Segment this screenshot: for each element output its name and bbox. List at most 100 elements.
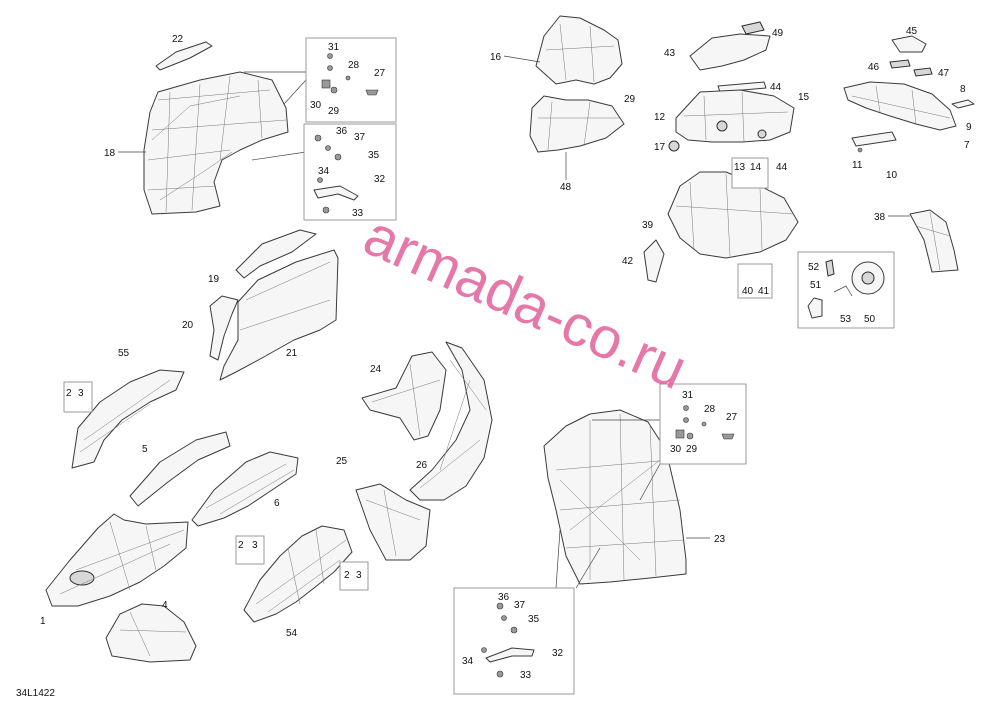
part-8-cap: [951, 99, 975, 109]
inset-hw-2-3-right: [339, 561, 369, 591]
callout-19: 19: [208, 274, 220, 285]
part-44-strip: [717, 81, 767, 93]
callout-44-mid: 44: [776, 162, 788, 173]
callout-22: 22: [172, 34, 184, 45]
part-1-front-fairing: [45, 513, 189, 607]
hardware-28-c: [701, 421, 707, 427]
part-24-panel: [361, 351, 447, 441]
hardware-31-c2: [683, 417, 689, 423]
callout-43: 43: [664, 48, 676, 59]
hardware-33-d: [496, 670, 504, 678]
hardware-35: [334, 153, 342, 161]
leader-23-inset-top: [592, 419, 661, 501]
callout-34-d: 34: [462, 656, 474, 667]
callout-27: 27: [374, 68, 386, 79]
part-5-strip: [129, 431, 231, 507]
part-6-panel: [191, 451, 299, 527]
part-19-strip: [235, 229, 317, 279]
callout-48: 48: [560, 182, 572, 193]
callout-38: 38: [874, 212, 886, 223]
callout-20: 20: [182, 320, 194, 331]
callout-45: 45: [906, 26, 918, 37]
part-47-clip: [913, 67, 933, 77]
callout-12: 12: [654, 112, 666, 123]
callout-2-right: 2: [344, 570, 350, 581]
callout-28-c: 28: [704, 404, 716, 415]
part-45-bracket: [891, 35, 927, 53]
callout-8: 8: [960, 84, 966, 95]
hardware-34-d: [481, 647, 487, 653]
callout-54: 54: [286, 628, 298, 639]
callout-16: 16: [490, 52, 502, 63]
inset-box-fasteners-b: [303, 123, 397, 221]
part-22-trim-strip: [155, 41, 213, 71]
callout-51: 51: [810, 280, 822, 291]
callout-2-bottom: 2: [238, 540, 244, 551]
callout-46: 46: [868, 62, 880, 73]
callout-3-bottom: 3: [252, 540, 258, 551]
part-51-bulb: [807, 297, 823, 319]
part-21-mesh: [239, 261, 331, 331]
callout-31-c: 31: [682, 390, 694, 401]
callout-32-d: 32: [552, 648, 564, 659]
inset-hw-2-3-bottom: [235, 535, 265, 565]
part-23-side-fairing: [543, 409, 687, 585]
part-48-inner-panel: [529, 95, 625, 153]
inset-box-fasteners-a: [305, 37, 397, 123]
hardware-37: [325, 145, 331, 151]
callout-53: 53: [840, 314, 852, 325]
callout-34: 34: [318, 166, 330, 177]
callout-35: 35: [368, 150, 380, 161]
callout-33: 33: [352, 208, 364, 219]
hardware-27: [365, 89, 379, 96]
hardware-30-c: [675, 429, 685, 439]
callout-23: 23: [714, 534, 726, 545]
part-12-bracket: [675, 89, 795, 143]
callout-2-left: 2: [66, 388, 72, 399]
part-16-windshield: [535, 15, 623, 85]
drawing-reference-code: 34L1422: [16, 688, 55, 699]
callout-41: 41: [758, 286, 770, 297]
inset-hw-40-41: [737, 263, 773, 299]
inset-hw-13-14: [731, 157, 769, 189]
callout-11: 11: [852, 160, 863, 171]
callout-3-right: 3: [356, 570, 362, 581]
callout-25: 25: [336, 456, 348, 467]
hardware-35-d: [510, 626, 518, 634]
callout-30: 30: [310, 100, 322, 111]
callout-27-c: 27: [726, 412, 738, 423]
hardware-36-d: [496, 602, 504, 610]
callout-9: 9: [966, 122, 972, 133]
hardware-30: [321, 79, 331, 89]
hardware-34: [317, 177, 323, 183]
callout-24: 24: [370, 364, 382, 375]
part-21-panel: [219, 249, 339, 381]
hardware-29-c: [686, 432, 694, 440]
inset-hw-2-3-left: [63, 381, 93, 413]
callout-13: 13: [734, 162, 746, 173]
callout-28: 28: [348, 60, 360, 71]
leader-23-inset-bottom: [555, 529, 601, 589]
callout-21: 21: [286, 348, 298, 359]
callout-17: 17: [654, 142, 666, 153]
hardware-31b: [327, 65, 333, 71]
part-50-bulb-cover-center: [861, 271, 875, 285]
hardware-33: [322, 206, 330, 214]
part-53-spring: [833, 285, 853, 297]
part-43-cover: [689, 33, 771, 71]
callout-47: 47: [938, 68, 950, 79]
part-54-side-panel: [243, 525, 353, 623]
callout-31: 31: [328, 42, 340, 53]
callout-49: 49: [772, 28, 784, 39]
callout-36: 36: [336, 126, 348, 137]
hardware-37-d: [501, 615, 507, 621]
callout-52: 52: [808, 262, 820, 273]
hardware-29: [330, 86, 338, 94]
bracket-32-d: [485, 647, 535, 663]
callout-40: 40: [742, 286, 754, 297]
part-55-trim: [71, 369, 185, 469]
callout-33-d: 33: [520, 670, 532, 681]
hardware-28: [345, 75, 351, 81]
part-17-grommet: [668, 140, 680, 152]
